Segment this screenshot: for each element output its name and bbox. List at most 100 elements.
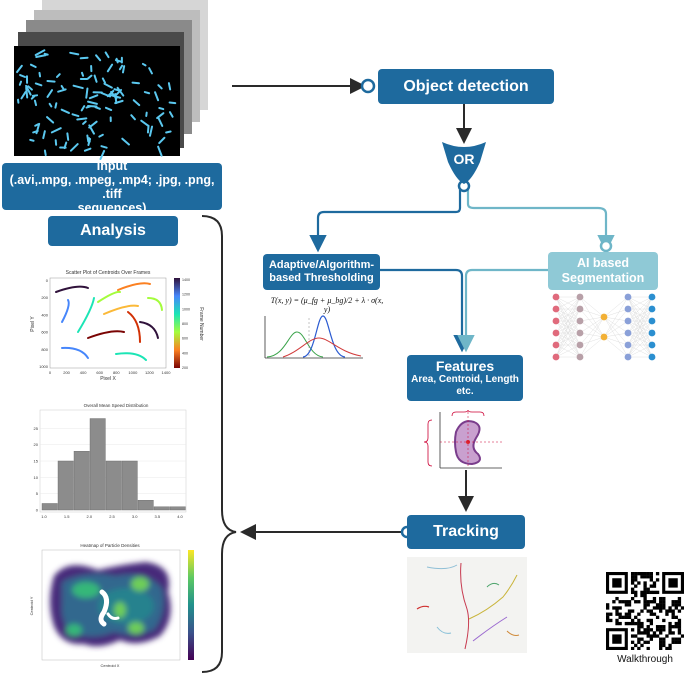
qr-module [652, 584, 657, 588]
qr-module [655, 615, 660, 619]
input-box: Input (.avi,.mpg, .mpeg, .mp4; .jpg, .pn… [2, 159, 222, 215]
hist-xtick: 1.5 [64, 514, 70, 519]
qr-module [646, 587, 650, 591]
particle-streak [157, 84, 163, 90]
nn-node [624, 353, 632, 361]
particle-streak [106, 63, 114, 73]
nn-node [576, 329, 584, 337]
scatter-ctick: 600 [182, 337, 188, 341]
qr-module [618, 615, 622, 619]
qr-module [643, 593, 647, 598]
qr-module [649, 578, 653, 582]
qr-module [668, 643, 672, 648]
particle-streak [38, 71, 42, 78]
object-detection-box: Object detection [378, 69, 554, 104]
qr-module [646, 600, 650, 604]
qr-module [680, 634, 684, 638]
scatter-xtick: 600 [96, 370, 103, 375]
particle-streak [121, 137, 130, 146]
particle-streak [48, 102, 53, 108]
nn-node [576, 305, 584, 313]
qr-code[interactable] [606, 572, 684, 650]
qr-module [634, 634, 638, 638]
particle-streak [60, 108, 70, 114]
qr-module [655, 606, 660, 610]
particle-streak [157, 117, 164, 127]
qr-module [668, 646, 672, 650]
qr-module [655, 634, 660, 638]
qr-module [643, 584, 647, 588]
nn-edge [579, 296, 605, 318]
hist-bar [41, 503, 58, 511]
scatter-xtick: 0 [49, 370, 52, 375]
particle-streak [35, 54, 47, 58]
nn-node [648, 341, 656, 349]
qr-module [674, 625, 678, 629]
scatter-track [55, 285, 89, 293]
scatter-ytick: 0 [46, 278, 49, 283]
arrow-or-to-thresholding [309, 190, 462, 253]
qr-module [665, 612, 669, 616]
particle-streak [54, 102, 58, 109]
qr-module [649, 600, 653, 604]
qr-module [637, 572, 641, 576]
qr-module [646, 603, 650, 607]
scatter-track [115, 352, 147, 361]
hist-xtick: 3.0 [132, 514, 138, 519]
heatmap-xlabel: Centroid X [101, 663, 120, 668]
particle-streak [35, 122, 41, 135]
qr-module [662, 640, 666, 644]
qr-module [630, 646, 635, 650]
qr-module [668, 625, 672, 629]
qr-module [637, 628, 641, 632]
nn-node [624, 305, 632, 313]
hist-bar [121, 460, 138, 511]
qr-module [630, 590, 635, 595]
arrow-ai-to-features [457, 268, 548, 353]
qr-module [634, 600, 638, 604]
nn-node [648, 305, 656, 313]
qr-module [637, 600, 641, 604]
nn-node [552, 317, 560, 325]
particle-streak [118, 64, 124, 71]
particle-streak [101, 77, 106, 84]
qr-module [643, 640, 647, 644]
scatter-xtick: 800 [113, 370, 120, 375]
qr-module [649, 637, 653, 641]
qr-module [618, 600, 622, 604]
qr-module [630, 578, 635, 582]
qr-module [606, 612, 610, 616]
qr-module [640, 631, 644, 635]
qr-module [652, 600, 657, 604]
qr-module [659, 628, 663, 632]
qr-module [655, 578, 660, 582]
particle-streak [100, 91, 112, 98]
particle-streak [33, 99, 38, 107]
qr-module [649, 618, 653, 623]
particle-streak [66, 132, 70, 141]
nn-edge [603, 336, 629, 358]
hist-bar [153, 506, 170, 511]
analysis-brace [201, 215, 237, 673]
scatter-ctick: 800 [182, 322, 188, 326]
hist-bar [89, 418, 106, 511]
nn-edge [603, 320, 629, 338]
hist-ytick: 25 [34, 426, 39, 431]
particle-streak [83, 147, 92, 152]
nn-node [552, 305, 560, 313]
particle-streak [71, 113, 80, 118]
nn-edge [603, 316, 629, 358]
qr-module [659, 606, 663, 610]
qr-module [659, 603, 663, 607]
qr-module [646, 575, 650, 579]
particle-streak [16, 64, 23, 74]
particle-streak [141, 62, 147, 67]
nn-edge [555, 332, 581, 358]
qr-module [627, 603, 632, 607]
qr-module [662, 600, 666, 604]
arrow-or-to-ai [466, 190, 615, 253]
particle-streak [85, 87, 89, 99]
scatter-xtick: 1000 [128, 370, 138, 375]
